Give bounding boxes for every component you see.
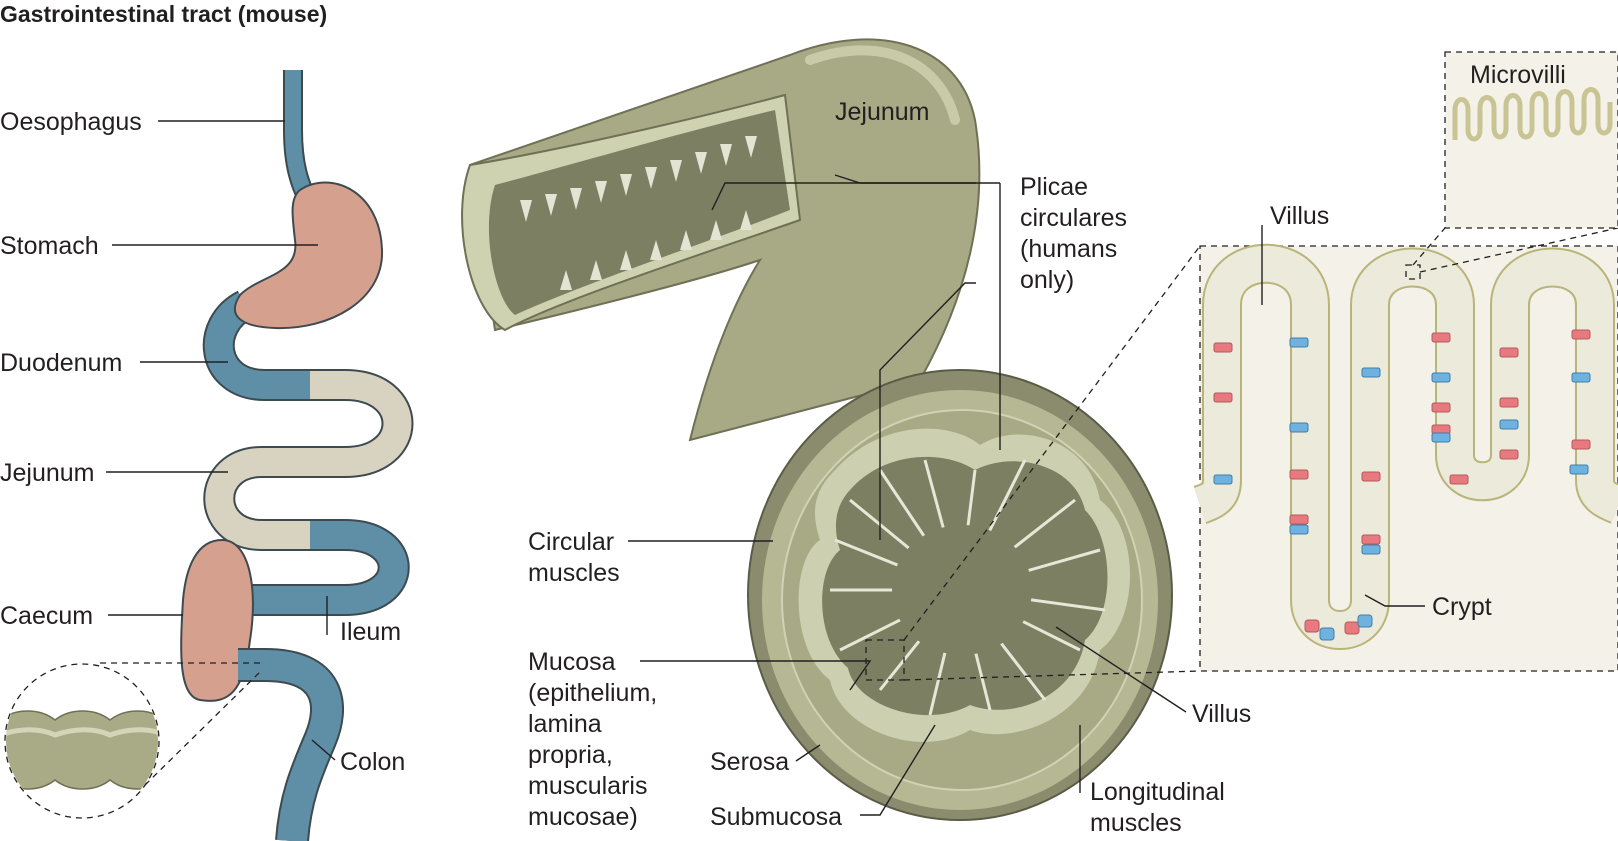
diagram-title: Gastrointestinal tract (mouse): [0, 1, 327, 27]
jejunum-cross-section: [747, 369, 1173, 821]
label-jejunum-organ: Jejunum: [835, 98, 930, 126]
colon-haustra-highlight: [6, 727, 158, 738]
zoom-lead-bottom: [903, 670, 1201, 681]
label-microvilli: Microvilli: [1470, 61, 1566, 89]
ileum-segment: [225, 521, 408, 614]
microvilli-outline: [1452, 87, 1613, 142]
label-villus-section: Villus: [1192, 700, 1251, 728]
colon-magnifier: [4, 662, 263, 819]
plicae-line-3: (humans: [1020, 235, 1117, 263]
label-plicae: Plicae circulares (humans only): [1020, 173, 1134, 294]
label-crypt: Crypt: [1432, 593, 1492, 621]
mucosa-line-1: Mucosa: [528, 648, 616, 676]
label-longitudinal: Longitudinal muscles: [1090, 778, 1232, 837]
label-villus-panel: Villus: [1270, 202, 1329, 230]
epithelium-inner: [1193, 245, 1618, 648]
label-serosa: Serosa: [710, 748, 789, 776]
label-jejunum: Jejunum: [0, 459, 95, 487]
label-stomach: Stomach: [0, 232, 99, 260]
microvilli-lead-right: [1419, 227, 1618, 273]
mucosa-line-2: (epithelium,: [528, 679, 657, 707]
jejunum-highlight: [805, 45, 960, 125]
villus-leader: [1055, 626, 1187, 713]
longitudinal-line-1: Longitudinal: [1090, 778, 1225, 806]
oesophagus-fill: [285, 70, 316, 204]
plicae-line-2: circulares: [1020, 204, 1127, 232]
plicae-leader-section: [879, 282, 976, 540]
caecum-shape: [180, 538, 254, 702]
mucosa-line-4: propria,: [528, 741, 613, 769]
mucosa-line-6: mucosae): [528, 803, 638, 831]
magnifier-lead-bottom: [144, 669, 263, 786]
serosa-leader: [795, 744, 821, 762]
enteroendocrine-cells: [1213, 337, 1591, 641]
label-mucosa: Mucosa (epithelium, lamina propria, musc…: [528, 648, 664, 831]
zoom-box-small: [865, 639, 905, 681]
label-oesophagus: Oesophagus: [0, 108, 142, 136]
villus-detail-panel: [903, 227, 1618, 681]
zoom-box-microvilli: [1405, 264, 1421, 280]
plicae-line-1: Plicae: [1020, 173, 1088, 201]
jejunum-segment: [205, 371, 412, 549]
jejunum-tube: [461, 38, 981, 442]
microvilli-lead-left: [1412, 227, 1446, 266]
microvilli-inset: [1444, 51, 1618, 229]
label-circular-muscles: Circular muscles: [528, 528, 621, 587]
plicae-line-4: only): [1020, 266, 1074, 294]
section-leaders: [628, 174, 1187, 816]
colon-leader: [311, 739, 336, 761]
jejunum-lumen: [488, 110, 790, 315]
circular-line-1: Circular: [528, 528, 614, 556]
tract-leaders: [106, 120, 336, 761]
mucosa-line-3: lamina: [528, 710, 602, 738]
label-submucosa: Submucosa: [710, 803, 842, 831]
colon-haustra: [6, 710, 158, 790]
duodenum-segment: [204, 292, 310, 399]
crypt-leader: [1364, 594, 1425, 607]
label-caecum: Caecum: [0, 602, 93, 630]
longitudinal-line-2: muscles: [1090, 809, 1182, 837]
colon-fill: [238, 650, 342, 841]
label-colon: Colon: [340, 748, 405, 776]
mucosa-leader: [640, 660, 872, 691]
circular-line-2: muscles: [528, 559, 620, 587]
goblet-cells: [1213, 329, 1591, 635]
magnifier-circle: [4, 663, 160, 819]
mouse-gi-tract: [180, 70, 414, 841]
zoom-lead-top: [903, 245, 1201, 641]
submucosa-leader: [860, 724, 936, 816]
villus-panel-box: [1199, 245, 1618, 672]
label-duodenum: Duodenum: [0, 349, 122, 377]
jejunum-folds: [520, 136, 757, 290]
mucosa-line-5: muscularis: [528, 772, 647, 800]
lumen-core: [892, 525, 1032, 655]
label-ileum: Ileum: [340, 618, 401, 646]
stomach-shape: [233, 181, 384, 330]
plicae-leader-tube2: [834, 174, 976, 184]
